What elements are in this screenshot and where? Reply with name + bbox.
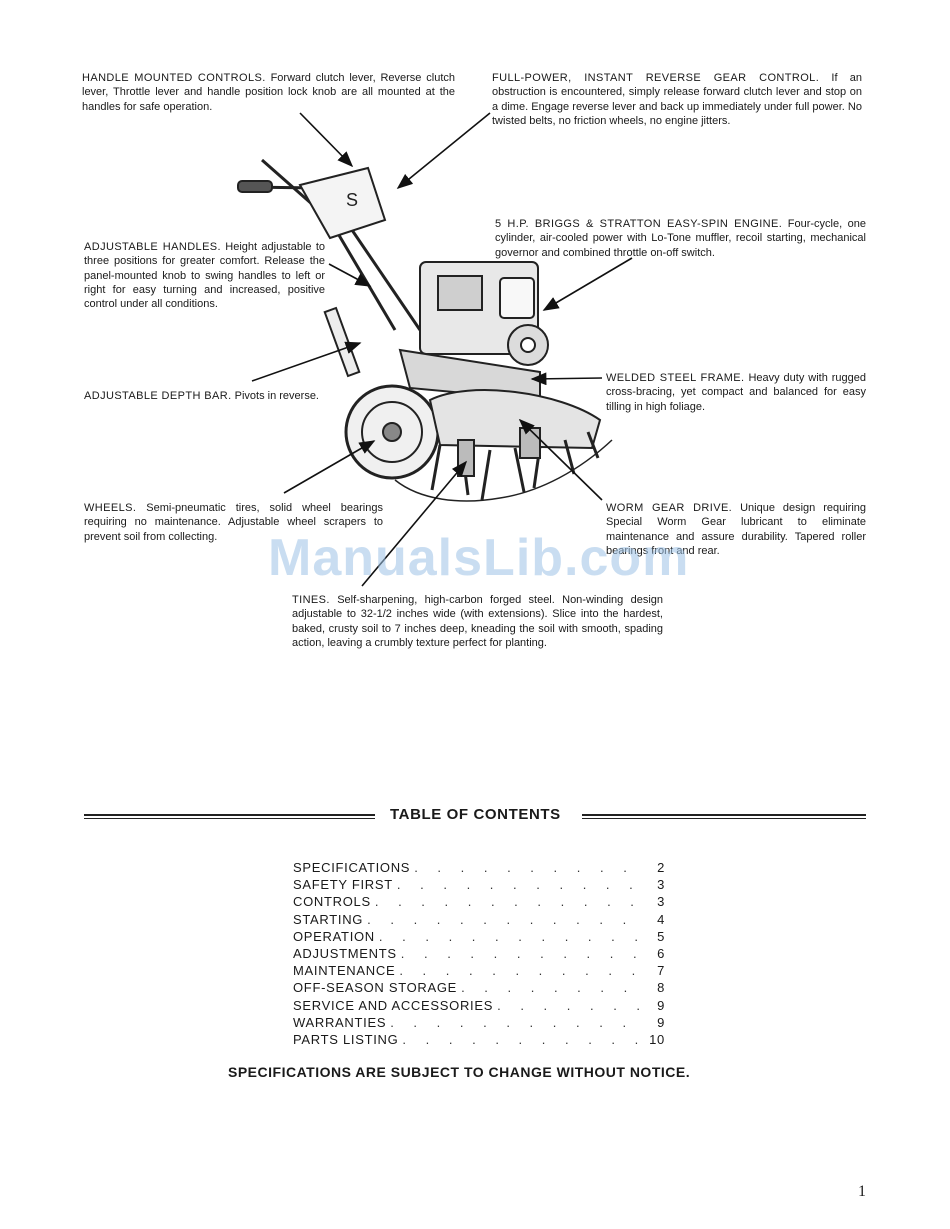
specifications-notice: SPECIFICATIONS ARE SUBJECT TO CHANGE WIT…: [228, 1064, 691, 1080]
callout-frame: WELDED STEEL FRAME. Heavy duty with rugg…: [606, 371, 866, 414]
dot-leader: [379, 929, 639, 944]
toc-entry[interactable]: ADJUSTMENTS 6: [293, 946, 665, 963]
callout-heading: TINES.: [292, 594, 330, 606]
toc-list: SPECIFICATIONS 2 SAFETY FIRST 3 CONTROLS…: [293, 860, 665, 1049]
callout-body: Unique design requiring Special Worm Gea…: [606, 502, 867, 557]
toc-entry-label: OFF-SEASON STORAGE: [293, 980, 458, 996]
callout-worm-gear: WORM GEAR DRIVE. Unique design requiring…: [606, 501, 866, 558]
toc-entry-label: SERVICE AND ACCESSORIES: [293, 997, 494, 1013]
toc-entry-label: ADJUSTMENTS: [293, 945, 397, 961]
toc-entry[interactable]: SERVICE AND ACCESSORIES 9: [293, 998, 665, 1015]
callout-tines: TINES. Self-sharpening, high-carbon forg…: [292, 593, 663, 650]
dot-leader: [375, 894, 639, 909]
toc-entry[interactable]: STARTING 4: [293, 912, 665, 929]
callout-heading: ADJUSTABLE DEPTH BAR.: [84, 390, 232, 402]
toc-entry-label: SPECIFICATIONS: [293, 860, 411, 875]
callout-depth-bar: ADJUSTABLE DEPTH BAR. Pivots in reverse.: [84, 389, 325, 403]
dot-leader: [367, 912, 639, 927]
divider: [582, 814, 866, 819]
dot-leader: [402, 1032, 639, 1047]
toc-title: TABLE OF CONTENTS: [390, 806, 561, 823]
callout-heading: FULL-POWER, INSTANT REVERSE GEAR CONTROL…: [492, 72, 820, 84]
callout-reverse-gear: FULL-POWER, INSTANT REVERSE GEAR CONTROL…: [492, 71, 862, 128]
callout-wheels: WHEELS. Semi-pneumatic tires, solid whee…: [84, 501, 383, 544]
dot-leader: [461, 980, 639, 995]
callout-heading: 5 H.P. BRIGGS & STRATTON EASY-SPIN ENGIN…: [495, 218, 783, 230]
toc-entry-page: 7: [657, 963, 665, 979]
callout-handle-controls: HANDLE MOUNTED CONTROLS. Forward clutch …: [82, 71, 455, 114]
callout-heading: HANDLE MOUNTED CONTROLS.: [82, 72, 266, 84]
callout-heading: WELDED STEEL FRAME.: [606, 372, 745, 384]
toc-entry-label: PARTS LISTING: [293, 1031, 399, 1047]
toc-entry-page: 5: [657, 928, 665, 944]
dot-leader: [399, 963, 639, 978]
divider: [84, 814, 375, 819]
toc-entry-label: MAINTENANCE: [293, 963, 396, 979]
callout-body: Semi-pneumatic tires, solid wheel bearin…: [84, 502, 383, 543]
toc-entry-label: SAFETY FIRST: [293, 877, 393, 893]
callout-body: Four-cycle, one cylinder, air-cooled pow…: [495, 218, 866, 259]
callout-body: Forward clutch lever, Reverse clutch lev…: [82, 72, 456, 113]
toc-entry-label: STARTING: [293, 911, 364, 927]
toc-entry[interactable]: MAINTENANCE 7: [293, 963, 665, 980]
toc-entry-page: 9: [657, 1014, 665, 1030]
page-number: 1: [858, 1183, 866, 1200]
callout-heading: ADJUSTABLE HANDLES.: [84, 241, 221, 253]
dot-leader: [497, 998, 639, 1013]
svg-text:S: S: [346, 190, 358, 210]
callout-heading: WHEELS.: [84, 502, 137, 514]
callout-heading: WORM GEAR DRIVE.: [606, 502, 733, 514]
callout-body: Pivots in reverse.: [234, 390, 319, 402]
toc-entry-page: 3: [657, 877, 665, 893]
dot-leader: [397, 877, 639, 892]
toc-entry-page: 3: [657, 894, 665, 910]
toc-entry[interactable]: OFF-SEASON STORAGE 8: [293, 980, 665, 997]
callout-adjustable-handles: ADJUSTABLE HANDLES. Height adjustable to…: [84, 240, 325, 311]
toc-entry-page: 2: [657, 860, 665, 875]
toc-header: TABLE OF CONTENTS: [84, 806, 866, 828]
callout-body: If an obstruction is encountered, simply…: [492, 72, 862, 127]
toc-entry[interactable]: PARTS LISTING 10: [293, 1032, 665, 1049]
toc-entry[interactable]: SAFETY FIRST 3: [293, 877, 665, 894]
toc-entry-page: 6: [657, 945, 665, 961]
tiller-illustration: S: [237, 112, 633, 587]
toc-entry-label: CONTROLS: [293, 894, 371, 910]
dot-leader: [401, 946, 639, 961]
toc-entry-page: 8: [657, 980, 665, 996]
watermark: ManualsLib.com: [268, 529, 690, 587]
callout-body: Self-sharpening, high-carbon forged stee…: [292, 594, 663, 649]
dot-leader: [390, 1015, 639, 1030]
toc-entry[interactable]: CONTROLS 3: [293, 894, 665, 911]
callout-body: Height adjustable to three positions for…: [84, 241, 325, 311]
toc-entry-page: 4: [657, 911, 665, 927]
callout-body: Heavy duty with rugged cross-bracing, ye…: [606, 372, 867, 413]
dot-leader: [414, 860, 639, 875]
toc-entry-page: 9: [657, 997, 665, 1013]
toc-entry-label: OPERATION: [293, 928, 375, 944]
toc-entry-label: WARRANTIES: [293, 1014, 387, 1030]
callout-engine: 5 H.P. BRIGGS & STRATTON EASY-SPIN ENGIN…: [495, 217, 866, 260]
toc-entry[interactable]: WARRANTIES 9: [293, 1015, 665, 1032]
toc-entry-page: 10: [649, 1031, 665, 1047]
toc-entry[interactable]: SPECIFICATIONS 2: [293, 860, 665, 877]
toc-entry[interactable]: OPERATION 5: [293, 929, 665, 946]
